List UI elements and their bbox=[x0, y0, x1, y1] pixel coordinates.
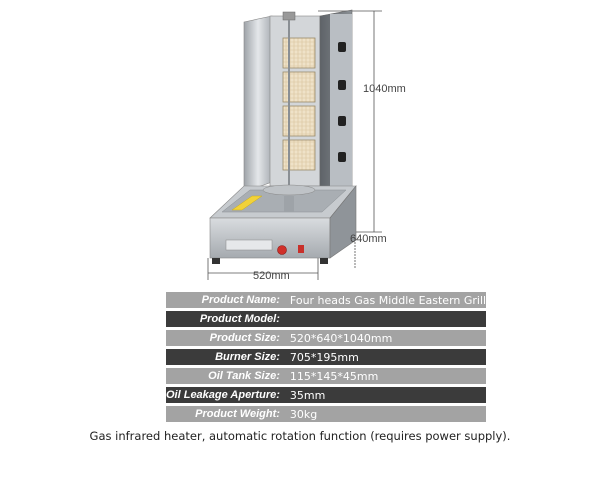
spec-label: Product Model: bbox=[166, 311, 284, 327]
width-dimension: 520mm bbox=[253, 270, 290, 282]
spec-label: Burner Size: bbox=[166, 349, 284, 365]
spec-label: Product Name: bbox=[166, 292, 284, 308]
spec-row-oil-tank-size: Oil Tank Size: 115*145*45mm bbox=[166, 368, 487, 384]
spec-value: 520*640*1040mm bbox=[283, 330, 487, 346]
spec-value: Four heads Gas Middle Eastern Grill bbox=[283, 292, 487, 308]
product-caption: Gas infrared heater, automatic rotation … bbox=[89, 429, 511, 443]
spec-value: 705*195mm bbox=[283, 349, 487, 365]
depth-dimension: 640mm bbox=[350, 233, 387, 245]
spec-value: 115*145*45mm bbox=[283, 368, 487, 384]
spec-label: Product Weight: bbox=[166, 406, 284, 422]
spec-table: Product Name: Four heads Gas Middle East… bbox=[166, 289, 487, 425]
spec-row-product-name: Product Name: Four heads Gas Middle East… bbox=[166, 292, 487, 308]
spec-row-oil-leakage-aperture: Oil Leakage Aperture: 35mm bbox=[166, 387, 487, 403]
spec-label: Oil Tank Size: bbox=[166, 368, 284, 384]
spec-row-burner-size: Burner Size: 705*195mm bbox=[166, 349, 487, 365]
spec-label: Oil Leakage Aperture: bbox=[166, 387, 284, 403]
control-knobs bbox=[338, 42, 346, 162]
spec-row-product-weight: Product Weight: 30kg bbox=[166, 406, 487, 422]
spec-value: 35mm bbox=[283, 387, 487, 403]
heater-tower bbox=[243, 9, 353, 200]
height-dimension: 1040mm bbox=[363, 83, 406, 95]
spec-row-product-size: Product Size: 520*640*1040mm bbox=[166, 330, 487, 346]
spec-value: 30kg bbox=[283, 406, 487, 422]
spec-label: Product Size: bbox=[166, 330, 284, 346]
grill-base bbox=[209, 184, 357, 264]
spec-row-product-model: Product Model: bbox=[166, 311, 487, 327]
spec-value bbox=[283, 311, 487, 327]
grill-illustration bbox=[207, 9, 382, 280]
